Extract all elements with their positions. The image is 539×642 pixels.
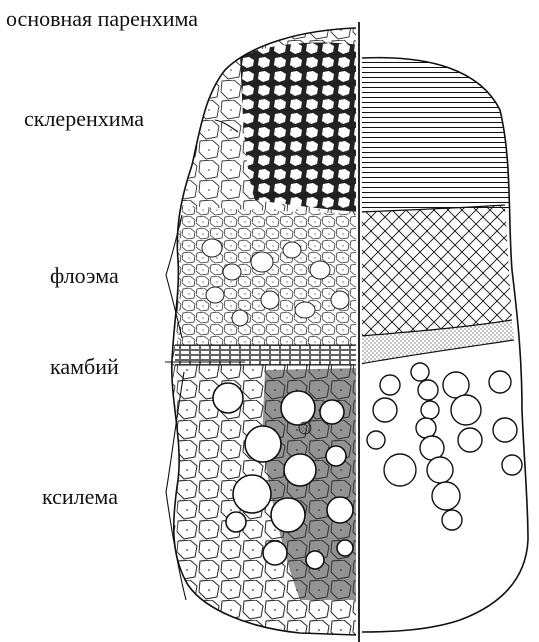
label-xylem: ксилема — [42, 486, 118, 508]
label-phloem: флоэма — [50, 265, 119, 287]
schematic-half — [360, 50, 530, 530]
label-cambium: камбий — [50, 356, 119, 378]
cellular-half — [170, 25, 365, 640]
label-ground-parenchyma: основная паренхима — [6, 8, 198, 30]
label-sclerenchyma: склеренхима — [24, 108, 144, 130]
